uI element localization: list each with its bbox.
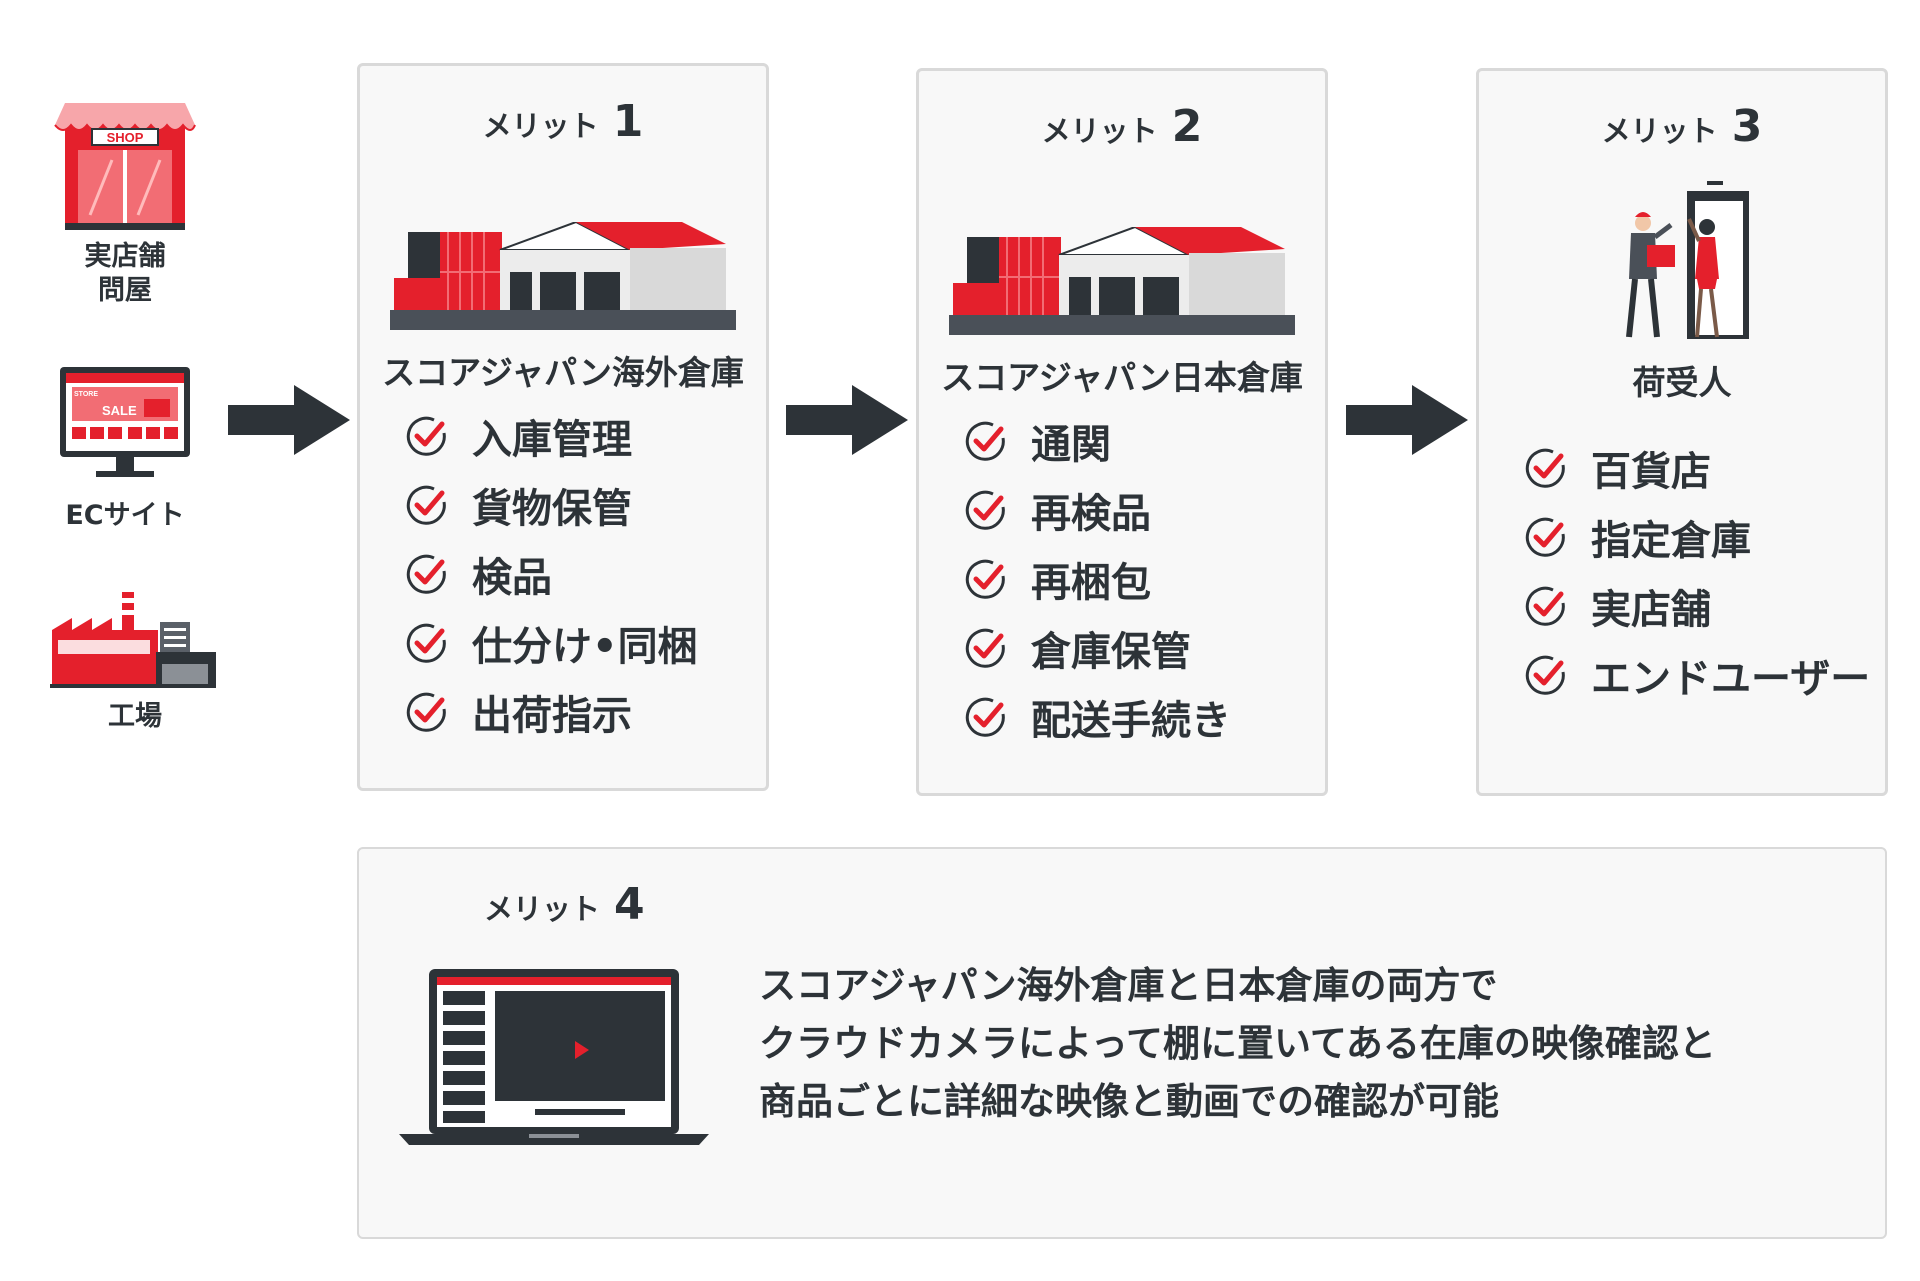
merit-number: 2 xyxy=(1171,101,1203,152)
flow-arrow-icon xyxy=(1346,385,1468,455)
list-item: 倉庫保管 xyxy=(965,613,1231,682)
source-label-line: ECサイト xyxy=(65,500,185,531)
list-item: 再検品 xyxy=(965,475,1231,544)
ec-store-text: STORE xyxy=(74,391,98,398)
list-item: 実店舗 xyxy=(1525,571,1870,640)
list-item-label: 再梱包 xyxy=(1031,559,1151,606)
merit-number: 3 xyxy=(1731,101,1763,152)
check-circle-icon xyxy=(965,697,1005,737)
check-circle-icon xyxy=(406,485,446,525)
list-item: 貨物保管 xyxy=(406,470,698,539)
ec-sale-text: SALE xyxy=(102,403,137,418)
check-circle-icon xyxy=(965,559,1005,599)
merit-card-2: メリット 2 スコアジャパン日本倉庫 通関 再検品 再梱包 倉庫保管 配送手続き xyxy=(916,68,1328,796)
list-item-label: 出荷指示 xyxy=(472,692,632,739)
description-line: スコアジャパン海外倉庫と日本倉庫の両方で xyxy=(759,964,1498,1007)
check-circle-icon xyxy=(406,623,446,663)
list-item: エンドユーザー xyxy=(1525,640,1870,709)
merit-number: 4 xyxy=(614,879,645,930)
flow-arrow-icon xyxy=(786,385,908,455)
check-circle-icon xyxy=(965,421,1005,461)
list-item-label: 再検品 xyxy=(1031,490,1151,537)
factory-icon xyxy=(50,592,216,688)
list-item: 出荷指示 xyxy=(406,677,698,746)
list-item-label: 貨物保管 xyxy=(472,485,632,532)
merit-title: メリット 1 xyxy=(360,96,766,147)
check-circle-icon xyxy=(406,554,446,594)
list-item: 配送手続き xyxy=(965,682,1231,751)
merit-title: メリット 4 xyxy=(484,879,645,930)
description-line: クラウドカメラによって棚に置いてある在庫の映像確認と xyxy=(759,1022,1716,1065)
list-item: 入庫管理 xyxy=(406,401,698,470)
source-shop-label: 実店舗 問屋 xyxy=(50,240,200,308)
merit-items: 百貨店 指定倉庫 実店舗 エンドユーザー xyxy=(1525,433,1870,709)
check-circle-icon xyxy=(965,628,1005,668)
list-item-label: エンドユーザー xyxy=(1591,655,1871,702)
source-shop: SHOP 実店舗 問屋 xyxy=(50,95,200,315)
merit-label: メリット xyxy=(484,892,601,926)
shop-icon: SHOP xyxy=(54,103,196,230)
list-item: 検品 xyxy=(406,539,698,608)
source-ec-site: STORE SALE ECサイト xyxy=(50,365,200,545)
merit-name: スコアジャパン日本倉庫 xyxy=(941,358,1303,397)
source-factory-label: 工場 xyxy=(50,700,220,734)
merit-name: スコアジャパン海外倉庫 xyxy=(382,353,744,392)
list-item-label: 指定倉庫 xyxy=(1591,517,1751,564)
list-item: 再梱包 xyxy=(965,544,1231,613)
list-item-label: 入庫管理 xyxy=(472,416,632,463)
list-item: 仕分け•同梱 xyxy=(406,608,698,677)
japan-warehouse-icon xyxy=(949,227,1295,335)
merit-items: 入庫管理 貨物保管 検品 仕分け•同梱 出荷指示 xyxy=(406,401,698,746)
ec-site-monitor-icon: STORE SALE xyxy=(60,367,190,477)
laptop-camera-video-icon xyxy=(399,969,709,1145)
merit-title: メリット 2 xyxy=(919,101,1325,152)
source-ec-label: ECサイト xyxy=(50,499,200,533)
check-circle-icon xyxy=(1525,655,1565,695)
check-circle-icon xyxy=(406,416,446,456)
list-item: 指定倉庫 xyxy=(1525,502,1870,571)
merit-items: 通関 再検品 再梱包 倉庫保管 配送手続き xyxy=(965,406,1231,751)
check-circle-icon xyxy=(1525,448,1565,488)
source-label-line: 問屋 xyxy=(98,275,152,306)
list-item-label: 検品 xyxy=(472,554,552,601)
list-item-label: 実店舗 xyxy=(1591,586,1711,633)
overseas-warehouse-icon xyxy=(390,222,736,330)
list-item-label: 倉庫保管 xyxy=(1031,628,1191,675)
check-circle-icon xyxy=(965,490,1005,530)
check-circle-icon xyxy=(406,692,446,732)
merit-label: メリット xyxy=(1601,114,1718,148)
check-circle-icon xyxy=(1525,517,1565,557)
delivery-recipient-icon xyxy=(1626,181,1749,339)
source-factory: 工場 xyxy=(50,590,220,740)
list-item: 百貨店 xyxy=(1525,433,1870,502)
merit-card-3: メリット 3 荷受人 百貨店 指定倉庫 実店舗 エンドユーザー xyxy=(1476,68,1888,796)
description-line: 商品ごとに詳細な映像と動画での確認が可能 xyxy=(759,1080,1499,1123)
merit-label: メリット xyxy=(1041,114,1158,148)
merit-card-1: メリット 1 スコアジャパン海外倉庫 入庫管理 貨物保管 検品 仕分け•同梱 出荷… xyxy=(357,63,769,791)
merit-card-4: メリット 4 スコアジャパン海外倉庫と日本倉庫の両方で クラウドカメラによって棚に… xyxy=(357,847,1887,1239)
merit-label: メリット xyxy=(482,109,599,143)
merit-number: 1 xyxy=(612,96,644,147)
source-label-line: 工場 xyxy=(108,701,162,732)
list-item: 通関 xyxy=(965,406,1231,475)
merit4-description: スコアジャパン海外倉庫と日本倉庫の両方で クラウドカメラによって棚に置いてある在… xyxy=(759,957,1716,1131)
list-item-label: 配送手続き xyxy=(1031,697,1231,744)
merit-name: 荷受人 xyxy=(1632,363,1732,402)
list-item-label: 通関 xyxy=(1031,421,1111,468)
check-circle-icon xyxy=(1525,586,1565,626)
source-label-line: 実店舗 xyxy=(84,241,166,272)
shop-sign-text: SHOP xyxy=(107,130,144,145)
merit-title: メリット 3 xyxy=(1479,101,1885,152)
flow-arrow-icon xyxy=(228,385,350,455)
list-item-label: 百貨店 xyxy=(1591,448,1711,495)
list-item-label: 仕分け•同梱 xyxy=(472,623,698,670)
